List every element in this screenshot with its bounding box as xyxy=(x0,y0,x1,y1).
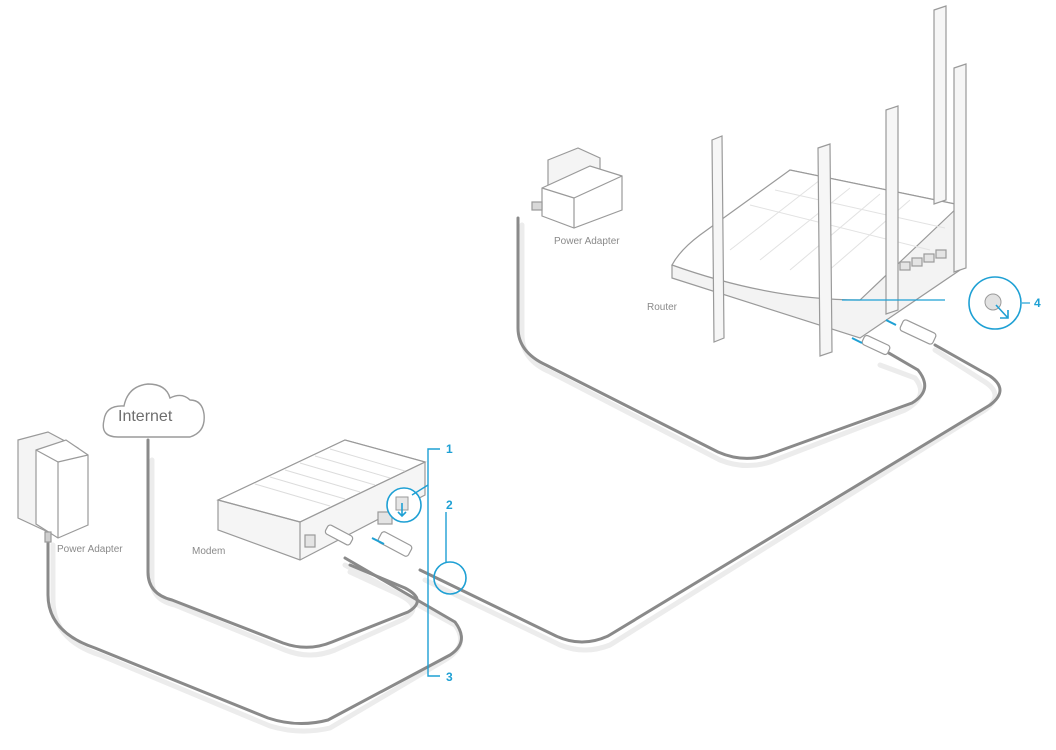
modem-icon xyxy=(216,439,427,561)
antenna-icon xyxy=(933,5,947,205)
router-power-cable xyxy=(516,216,927,460)
step-bracket xyxy=(411,448,447,677)
antenna-icon xyxy=(711,135,725,343)
ethernet-cable xyxy=(418,343,1002,644)
cloud-icon xyxy=(102,383,205,438)
power-adapter-top-label: Power Adapter xyxy=(554,236,620,247)
power-adapter-left-label: Power Adapter xyxy=(57,544,123,555)
router-icon xyxy=(671,5,967,357)
power-adapter-icon xyxy=(17,431,89,543)
step-2-number: 2 xyxy=(446,498,453,512)
cable-callout xyxy=(433,561,467,595)
step-3-number: 3 xyxy=(446,670,453,684)
router-label: Router xyxy=(647,302,678,313)
cables xyxy=(46,216,1002,725)
antenna-icon xyxy=(817,143,833,357)
modem-label: Modem xyxy=(192,546,226,557)
internet-label: Internet xyxy=(118,408,173,425)
step-1-number: 1 xyxy=(446,442,453,456)
step-4-number: 4 xyxy=(1034,296,1041,310)
internet-line-cable xyxy=(146,438,419,649)
antenna-icon xyxy=(885,105,899,315)
modem-power-cable xyxy=(46,538,463,725)
power-adapter-icon xyxy=(531,147,623,229)
antenna-icon xyxy=(953,63,967,273)
